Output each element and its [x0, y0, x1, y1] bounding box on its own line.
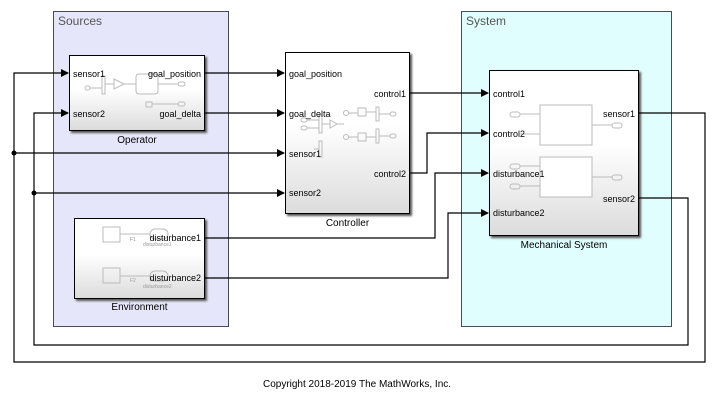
mechanical-internal-diagram: [509, 104, 623, 198]
environment-internal-diagram: F1 disturbance1 F2 disturbance2: [102, 226, 172, 290]
operator-internal-diagram: [84, 73, 186, 108]
mechanical-inport-disturbance1[interactable]: disturbance1: [493, 169, 545, 179]
env-inner-f1: F1: [130, 237, 136, 243]
controller-label: Controller: [325, 218, 370, 229]
wire-sensor1-feedback[interactable]: [13, 69, 706, 363]
environment-label: Environment: [111, 302, 168, 313]
operator-block[interactable]: sensor1 sensor2 goal_position goal_delta: [69, 55, 205, 131]
controller-inport-sensor1[interactable]: sensor1: [289, 149, 322, 159]
operator-inport-sensor1[interactable]: sensor1: [73, 69, 106, 79]
operator-outport-goal-position[interactable]: goal_position: [147, 69, 201, 79]
wire-control2[interactable]: [410, 129, 489, 174]
wire-disturbance1[interactable]: [205, 169, 489, 239]
environment-block[interactable]: F1 disturbance1 F2 disturbance2 disturba…: [74, 218, 205, 299]
env-inner-f2: F2: [130, 278, 136, 284]
branch-point-sensor2: [31, 190, 37, 196]
env-inner-disturbance2: disturbance2: [143, 284, 172, 290]
operator-label: Operator: [117, 135, 157, 146]
mechanical-system-label: Mechanical System: [520, 240, 608, 251]
environment-outport-disturbance2[interactable]: disturbance2: [149, 273, 201, 283]
controller-inport-sensor2[interactable]: sensor2: [289, 188, 322, 198]
copyright-text: Copyright 2018-2019 The MathWorks, Inc.: [262, 379, 452, 390]
mechanical-inport-control1[interactable]: control1: [493, 89, 526, 99]
mechanical-inport-disturbance2[interactable]: disturbance2: [493, 208, 545, 218]
mechanical-outport-sensor1[interactable]: sensor1: [602, 109, 635, 119]
mechanical-inport-control2[interactable]: control2: [493, 129, 526, 139]
controller-inport-goal-delta[interactable]: goal_delta: [289, 109, 331, 119]
controller-outport-control2[interactable]: control2: [373, 169, 406, 179]
env-inner-disturbance1: disturbance1: [143, 242, 172, 248]
controller-block[interactable]: goal_position goal_delta sensor1 sensor2…: [285, 52, 410, 214]
system-area-title: System: [466, 14, 507, 28]
operator-inport-sensor2[interactable]: sensor2: [73, 109, 106, 119]
wire-sensor2-feedback[interactable]: [33, 109, 689, 346]
environment-outport-disturbance1[interactable]: disturbance1: [149, 233, 201, 243]
sources-area-title: Sources: [58, 14, 103, 28]
controller-outport-control1[interactable]: control1: [373, 89, 406, 99]
mechanical-system-block[interactable]: control1 control2 disturbance1 disturban…: [489, 70, 639, 236]
controller-inport-goal-position[interactable]: goal_position: [289, 69, 343, 79]
operator-outport-goal-delta[interactable]: goal_delta: [159, 109, 201, 119]
wire-disturbance2[interactable]: [205, 209, 489, 279]
mechanical-outport-sensor2[interactable]: sensor2: [602, 194, 635, 204]
branch-point-sensor1: [11, 150, 17, 156]
controller-internal-diagram: [300, 106, 397, 158]
